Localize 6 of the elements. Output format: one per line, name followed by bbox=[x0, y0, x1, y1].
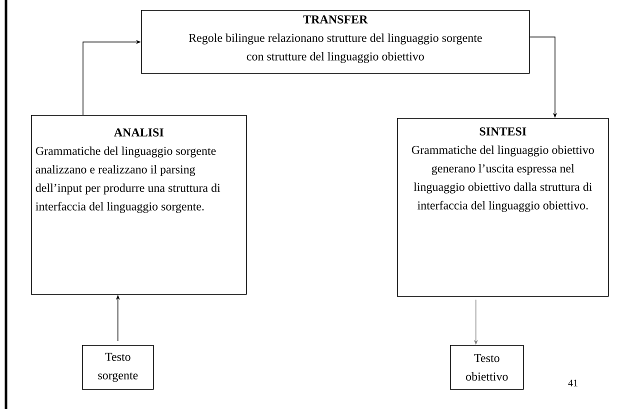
text-box: Testo sorgente bbox=[82, 344, 154, 390]
process-box: TRANSFER Regole bilingue relazionano strutture del linguaggio sorgente con strutture del linguaggio obiettivo bbox=[141, 10, 530, 74]
process-box: ANALISI Grammatiche del linguaggio sorgente analizzano e realizzano il parsing dell’input per produrre una struttura di interfaccia del linguaggio sorgente. bbox=[31, 115, 247, 295]
process-box: SINTESI Grammatiche del linguaggio obiettivo generano l’uscita espressa nel linguaggio obiettivo dalla struttura di interfaccia del linguaggio obiettivo. bbox=[397, 118, 609, 297]
page-number: 41 bbox=[568, 380, 578, 386]
text-box: Testo obiettivo bbox=[450, 344, 524, 390]
